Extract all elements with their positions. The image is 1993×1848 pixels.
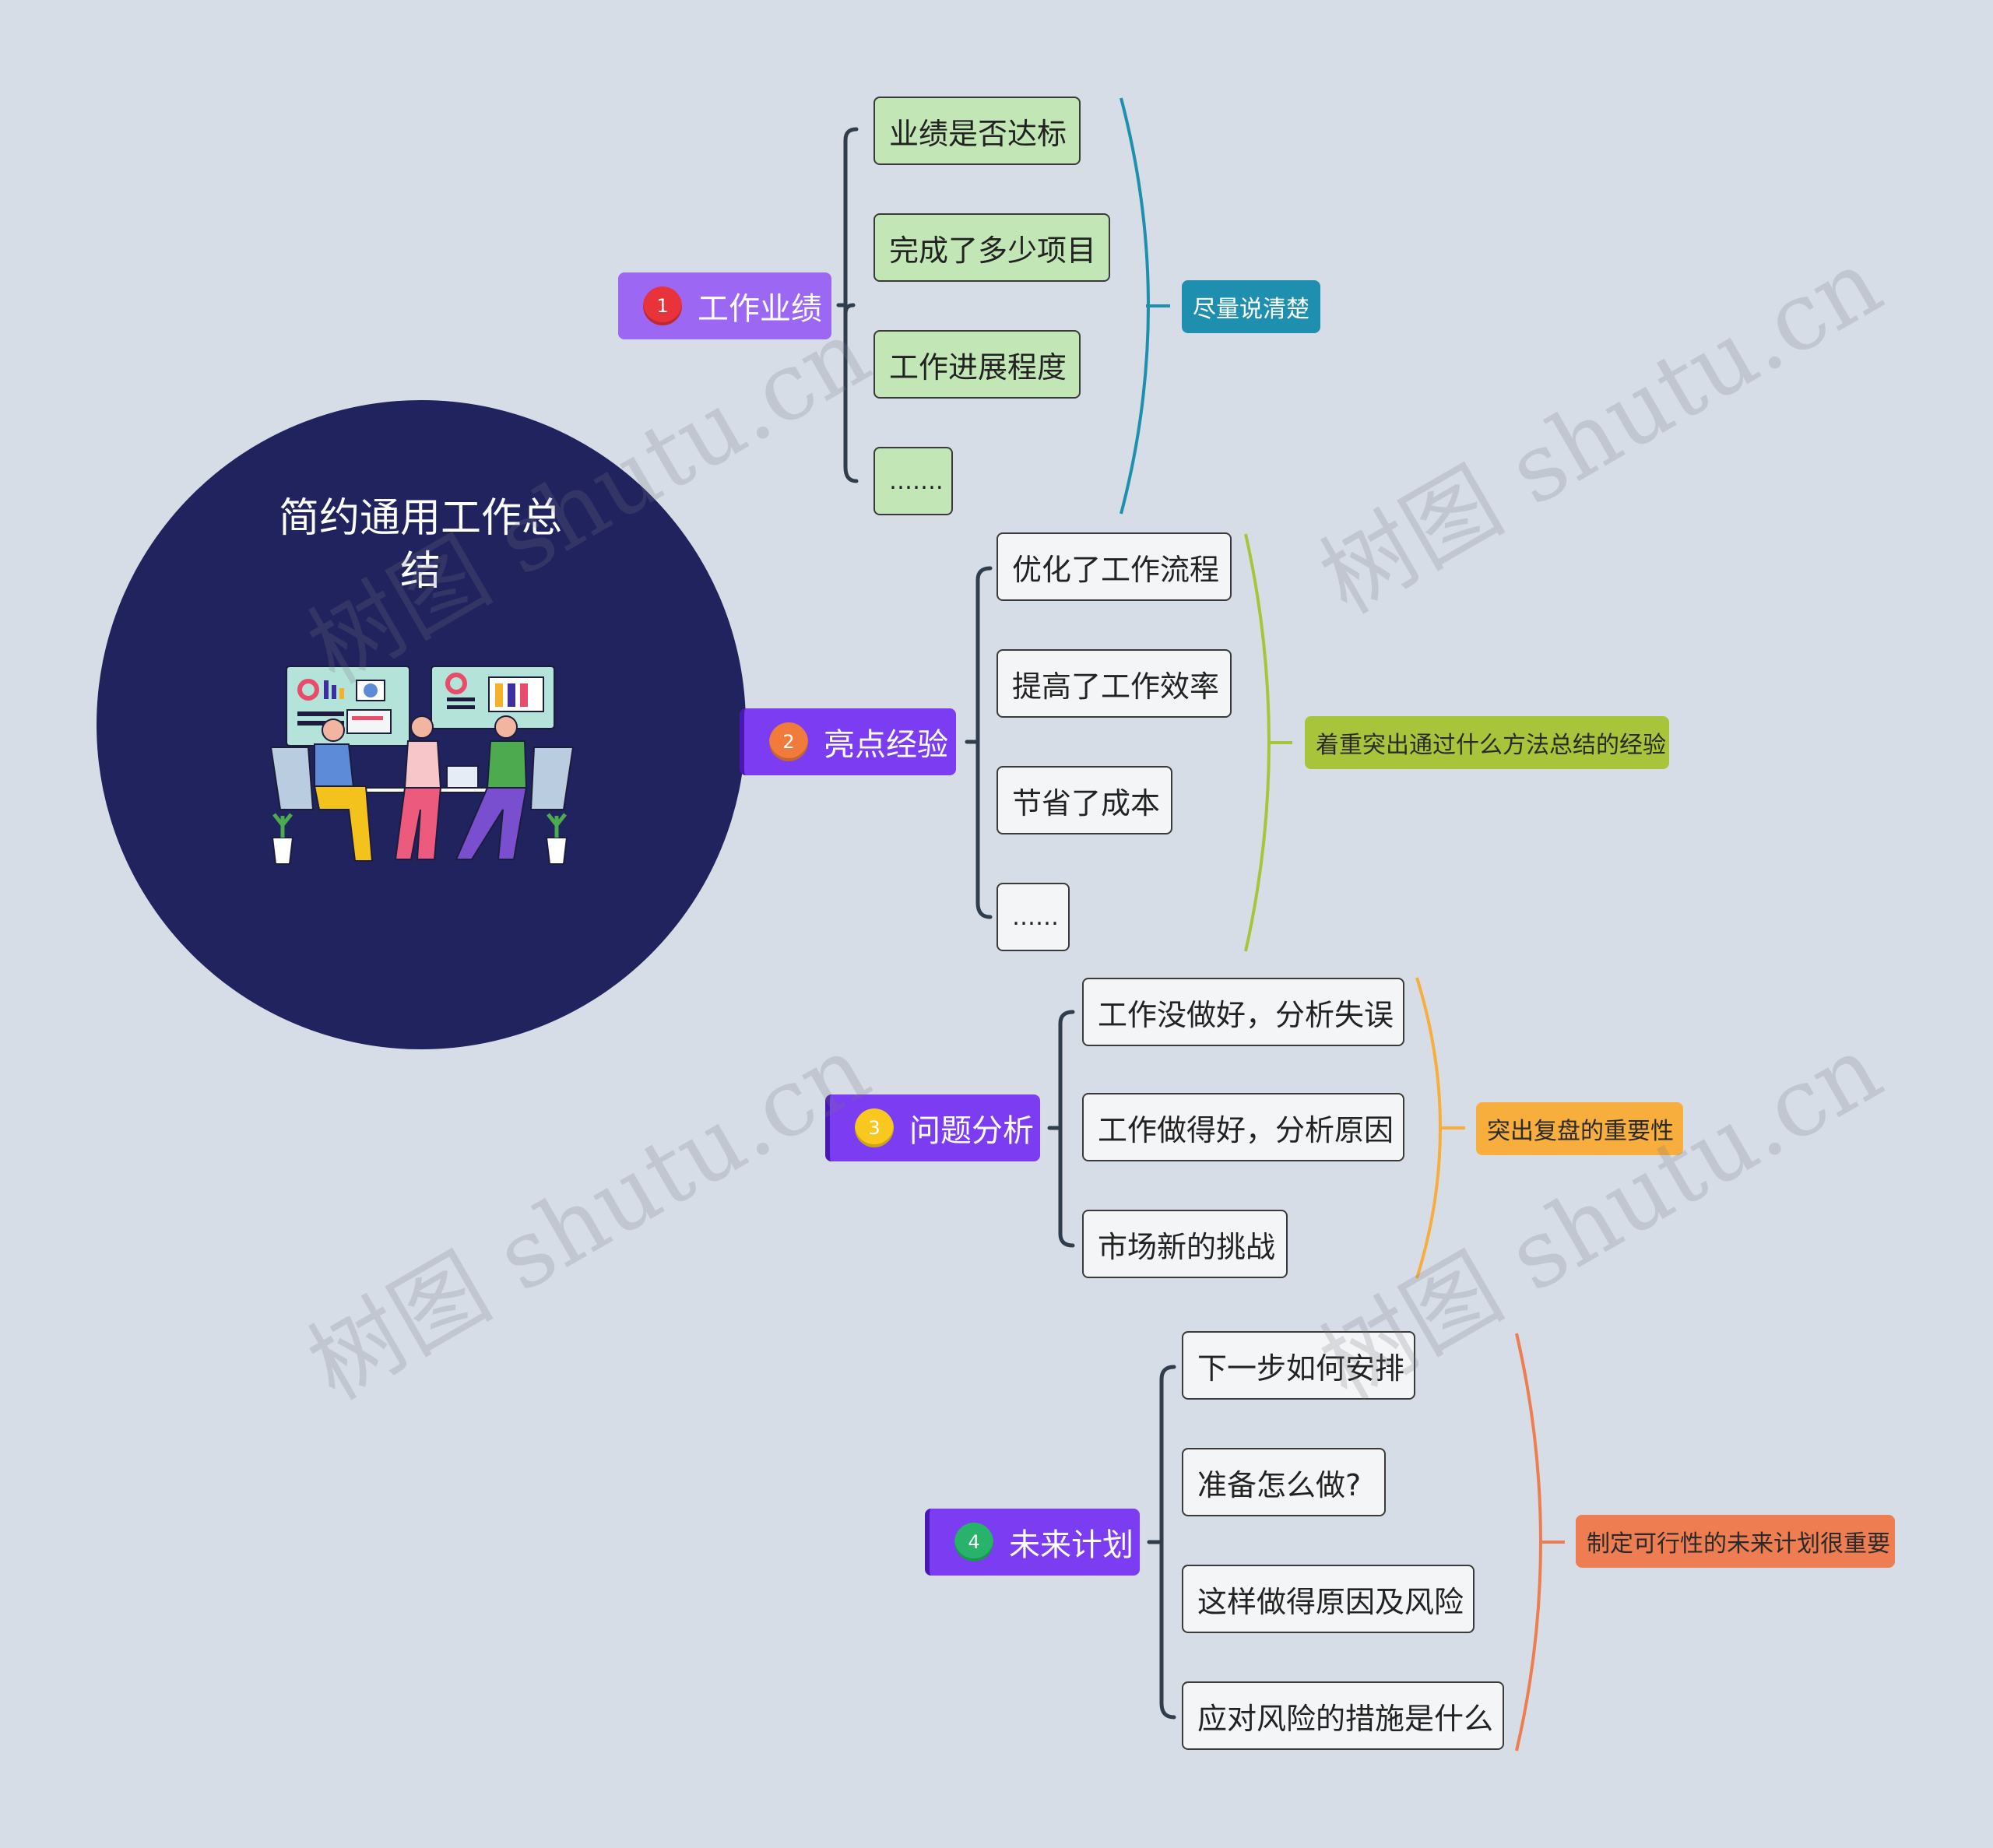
summary-curve-3 bbox=[1415, 977, 1465, 1279]
leaf-node[interactable]: 完成了多少项目 bbox=[873, 213, 1110, 282]
branch-node-2[interactable]: 2 亮点经验 bbox=[740, 708, 956, 775]
summary-curve-4 bbox=[1515, 1333, 1565, 1751]
summary-label: 制定可行性的未来计划很重要 bbox=[1587, 1530, 1890, 1558]
number-3-icon: 3 bbox=[855, 1108, 894, 1147]
leaf-label: 优化了工作流程 bbox=[1012, 552, 1220, 587]
leaf-label: 工作进展程度 bbox=[889, 350, 1067, 385]
root-title-line-2: 结 bbox=[399, 548, 441, 595]
leaf-node[interactable]: 节省了成本 bbox=[996, 766, 1172, 834]
leaf-label: 应对风险的措施是什么 bbox=[1197, 1701, 1494, 1736]
summary-note-1[interactable]: 尽量说清楚 bbox=[1182, 280, 1320, 333]
leaf-label: 市场新的挑战 bbox=[1098, 1229, 1276, 1264]
leaf-node[interactable]: ……. bbox=[873, 447, 953, 515]
leaf-label: 工作做得好，分析原因 bbox=[1098, 1112, 1394, 1147]
leaf-label: 准备怎么做? bbox=[1197, 1467, 1362, 1502]
summary-label: 尽量说清楚 bbox=[1193, 296, 1309, 323]
leaf-node[interactable]: 应对风险的措施是什么 bbox=[1182, 1681, 1504, 1750]
leaf-node[interactable]: 下一步如何安排 bbox=[1182, 1331, 1415, 1400]
branch-node-3[interactable]: 3 问题分析 bbox=[825, 1094, 1040, 1161]
leaf-node[interactable]: 工作没做好，分析失误 bbox=[1082, 978, 1404, 1046]
leaf-label: 这样做得原因及风险 bbox=[1197, 1584, 1464, 1619]
branch-label-4: 未来计划 bbox=[1009, 1527, 1134, 1563]
summary-label: 突出复盘的重要性 bbox=[1487, 1118, 1674, 1145]
leaf-node[interactable]: 准备怎么做? bbox=[1182, 1448, 1386, 1516]
branch-label-2: 亮点经验 bbox=[824, 727, 948, 763]
leaf-node[interactable]: 市场新的挑战 bbox=[1082, 1210, 1288, 1278]
leaf-label: 工作没做好，分析失误 bbox=[1098, 997, 1394, 1032]
summary-curve-2 bbox=[1244, 533, 1292, 952]
bracket-branch-4 bbox=[1147, 1365, 1176, 1720]
meeting-illustration bbox=[269, 666, 575, 865]
branch-label-3: 问题分析 bbox=[909, 1113, 1034, 1149]
bracket-branch-1 bbox=[836, 127, 859, 483]
leaf-label: 节省了成本 bbox=[1012, 785, 1161, 820]
summary-curve-1 bbox=[1120, 97, 1170, 515]
leaf-label: 提高了工作效率 bbox=[1012, 669, 1220, 704]
branch-node-4[interactable]: 4 未来计划 bbox=[925, 1509, 1140, 1576]
root-title-line-1: 简约通用工作总 bbox=[278, 495, 562, 542]
summary-label: 着重突出通过什么方法总结的经验 bbox=[1316, 732, 1666, 759]
branch-node-1[interactable]: 1 工作业绩 bbox=[618, 272, 831, 339]
leaf-node[interactable]: 优化了工作流程 bbox=[996, 532, 1232, 601]
branch-label-1: 工作业绩 bbox=[698, 291, 822, 327]
leaf-label: 下一步如何安排 bbox=[1197, 1351, 1405, 1386]
number-4-icon: 4 bbox=[954, 1523, 993, 1562]
leaf-node[interactable]: 提高了工作效率 bbox=[996, 649, 1232, 718]
summary-note-4[interactable]: 制定可行性的未来计划很重要 bbox=[1576, 1515, 1895, 1568]
number-1-icon: 1 bbox=[643, 286, 682, 325]
summary-note-2[interactable]: 着重突出通过什么方法总结的经验 bbox=[1305, 716, 1669, 769]
bracket-branch-3 bbox=[1047, 1010, 1075, 1248]
leaf-node[interactable]: …… bbox=[996, 883, 1070, 951]
leaf-node[interactable]: 这样做得原因及风险 bbox=[1182, 1565, 1475, 1633]
leaf-node[interactable]: 业绩是否达标 bbox=[873, 97, 1081, 165]
summary-note-3[interactable]: 突出复盘的重要性 bbox=[1476, 1102, 1683, 1155]
leaf-node[interactable]: 工作进展程度 bbox=[873, 330, 1081, 399]
leaf-label: 完成了多少项目 bbox=[889, 233, 1097, 268]
leaf-label: ……. bbox=[889, 467, 944, 495]
bracket-branch-2 bbox=[965, 566, 993, 919]
leaf-label: 业绩是否达标 bbox=[889, 116, 1067, 151]
leaf-label: …… bbox=[1012, 903, 1059, 931]
root-title: 简约通用工作总 结 bbox=[265, 492, 576, 598]
leaf-node[interactable]: 工作做得好，分析原因 bbox=[1082, 1093, 1404, 1161]
number-2-icon: 2 bbox=[769, 722, 808, 761]
